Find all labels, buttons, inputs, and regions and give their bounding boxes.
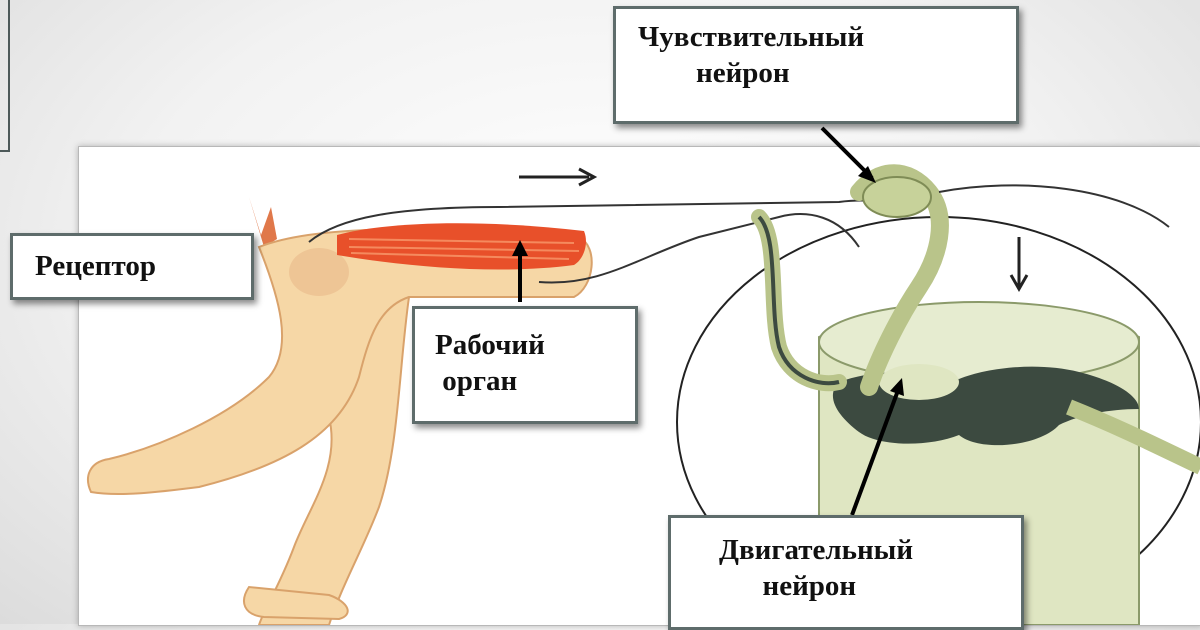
label-sensory-line-2: нейрон <box>638 55 1016 91</box>
reflex-arc-illustration <box>78 146 1200 626</box>
label-motor-line-1: Двигательный <box>719 532 1021 568</box>
dorsal-horn-notch <box>879 364 959 400</box>
sensory-ganglion <box>863 177 931 217</box>
reflex-arc-drawing <box>79 147 1200 625</box>
label-motor-line-2: нейрон <box>719 568 1021 604</box>
label-sensory-neuron: Чувствительный нейрон <box>613 6 1019 124</box>
label-receptor: Рецептор <box>10 233 254 300</box>
slide-frame-edge <box>0 0 10 152</box>
label-organ-line-1: Рабочий <box>435 327 635 363</box>
label-organ-line-2: орган <box>435 363 635 399</box>
label-receptor-text: Рецептор <box>35 248 251 284</box>
label-working-organ: Рабочий орган <box>412 306 638 424</box>
label-sensory-line-1: Чувствительный <box>638 19 1016 55</box>
label-motor-neuron: Двигательный нейрон <box>668 515 1024 630</box>
spinal-outline-arc <box>939 185 1169 227</box>
